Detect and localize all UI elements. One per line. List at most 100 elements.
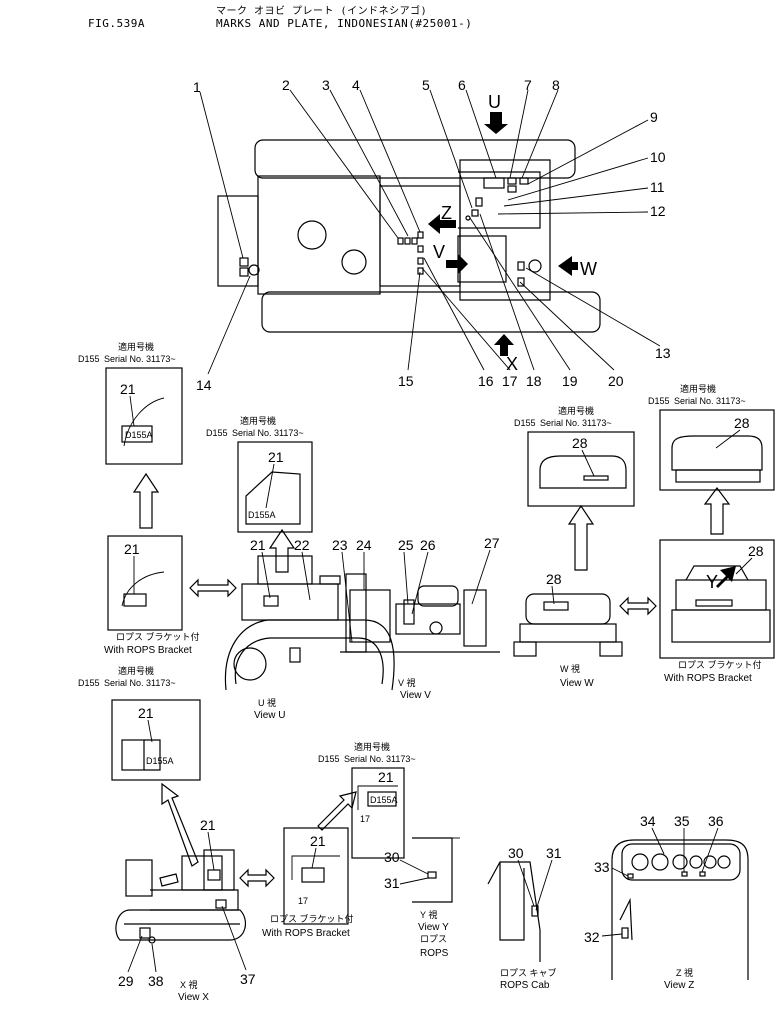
- applicability-serial-1: Serial No. 31173~: [104, 354, 176, 364]
- callout-4: 4: [352, 77, 360, 93]
- detail-box-rops-serial-left: [105, 367, 183, 465]
- callout-38: 38: [148, 973, 164, 989]
- engine-view-v: [340, 573, 500, 653]
- rops-cab-outline: [487, 861, 541, 962]
- callout-34: 34: [640, 813, 656, 829]
- plate-text-1: D155A: [125, 430, 153, 440]
- plate-text-2: D155A: [248, 510, 276, 520]
- callout-18: 18: [526, 373, 542, 389]
- rops-bracket-caption-2: With ROPS Bracket: [664, 673, 752, 684]
- callout-28a: 28: [572, 435, 588, 451]
- applicability-serial-4: Serial No. 31173~: [674, 396, 746, 406]
- view-arrow-x: X: [506, 354, 518, 374]
- applicability-jp-5: 適用号機: [118, 665, 154, 676]
- view-u-caption: View U: [254, 710, 286, 721]
- view-v-caption: View V: [400, 690, 431, 701]
- rops-bracket-caption-3: With ROPS Bracket: [262, 928, 350, 939]
- arrow-up-right-rops: [703, 487, 731, 535]
- view-u-jp: U 視: [258, 697, 276, 708]
- bracket-number-1: 17: [298, 896, 308, 906]
- double-arrow-right-1: [619, 596, 657, 616]
- callout-22: 22: [294, 537, 310, 553]
- view-arrow-z: Z: [441, 203, 452, 223]
- applicability-model-1: D155: [78, 354, 100, 364]
- dozer-view-u: [224, 528, 395, 691]
- gauge-panel: [621, 843, 741, 881]
- callout-15: 15: [398, 373, 414, 389]
- callout-7: 7: [524, 77, 532, 93]
- detail-box-rops-bracket-bottom: [283, 827, 349, 925]
- detail-box-view-u-serial: [237, 441, 313, 533]
- dozer-view-x: [115, 849, 247, 944]
- callout-23: 23: [332, 537, 348, 553]
- callout-29: 29: [118, 973, 134, 989]
- rops-bracket-jp-3: ロプス ブラケット付: [270, 913, 354, 924]
- rops-cab-caption: ROPS Cab: [500, 980, 550, 991]
- applicability-model-6: D155: [318, 754, 340, 764]
- callout-9: 9: [650, 109, 658, 125]
- detail-box-rops-bracket-right: [659, 539, 775, 659]
- callout-28b: 28: [546, 571, 562, 587]
- callout-33: 33: [594, 859, 610, 875]
- callout-21g: 21: [310, 833, 326, 849]
- callout-36: 36: [708, 813, 724, 829]
- detail-box-rops-serial-right: [659, 409, 775, 491]
- applicability-model-5: D155: [78, 678, 100, 688]
- applicability-jp-3: 適用号機: [558, 405, 594, 416]
- view-v-jp: V 視: [398, 677, 416, 688]
- callout-17: 17: [502, 373, 518, 389]
- callout-28d: 28: [748, 543, 764, 559]
- cab-outline-view-z: [611, 839, 749, 980]
- applicability-jp-2: 適用号機: [240, 415, 276, 426]
- rops-bracket-jp-1: ロプス ブラケット付: [116, 631, 200, 642]
- plate-text-3: D155A: [146, 756, 174, 766]
- view-w-caption: View W: [560, 678, 594, 689]
- view-arrow-u: U: [488, 92, 501, 112]
- callout-21c: 21: [268, 449, 284, 465]
- detail-box-rops-bracket-left: [107, 535, 183, 631]
- rops-bracket-caption-1: With ROPS Bracket: [104, 645, 192, 656]
- detail-box-view-x-serial: [111, 699, 201, 781]
- callout-3: 3: [322, 77, 330, 93]
- callout-10: 10: [650, 149, 666, 165]
- view-z-jp: Z 視: [676, 967, 693, 978]
- rops-caption: ROPS: [420, 948, 449, 959]
- callout-21e: 21: [138, 705, 154, 721]
- callout-21a: 21: [120, 381, 136, 397]
- view-y-jp: Y 視: [420, 909, 437, 920]
- applicability-model-3: D155: [514, 418, 536, 428]
- applicability-serial-3: Serial No. 31173~: [540, 418, 612, 428]
- callout-21b: 21: [124, 541, 140, 557]
- arrow-up-rops-bracket: [317, 791, 357, 831]
- rops-post-view-y: [412, 837, 453, 903]
- applicability-jp-6: 適用号機: [354, 741, 390, 752]
- view-x-caption: View X: [178, 992, 209, 1003]
- callout-35: 35: [674, 813, 690, 829]
- dozer-view-w: [513, 593, 623, 657]
- applicability-model-4: D155: [648, 396, 670, 406]
- applicability-jp-1: 適用号機: [118, 341, 154, 352]
- applicability-jp-4: 適用号機: [680, 383, 716, 394]
- rops-bracket-jp-2: ロプス ブラケット付: [678, 659, 762, 670]
- callout-20: 20: [608, 373, 624, 389]
- callout-21h: 21: [378, 769, 394, 785]
- callout-21f: 21: [200, 817, 216, 833]
- callout-37: 37: [240, 971, 256, 987]
- top-plan-view: [217, 112, 601, 356]
- callout-25: 25: [398, 537, 414, 553]
- bracket-number-2: 17: [360, 814, 370, 824]
- view-x-jp: X 視: [180, 979, 198, 990]
- callout-30a: 30: [384, 849, 400, 865]
- callout-21d: 21: [250, 537, 266, 553]
- callout-32: 32: [584, 929, 600, 945]
- callout-13: 13: [655, 345, 671, 361]
- arrow-up-left-bracket: [132, 472, 160, 529]
- title-japanese: マーク オヨビ プレート (インドネシアゴ): [216, 6, 428, 17]
- callout-31a: 31: [384, 875, 400, 891]
- applicability-serial-6: Serial No. 31173~: [344, 754, 416, 764]
- callout-16: 16: [478, 373, 494, 389]
- callout-1: 1: [193, 79, 201, 95]
- callout-19: 19: [562, 373, 578, 389]
- callout-27: 27: [484, 535, 500, 551]
